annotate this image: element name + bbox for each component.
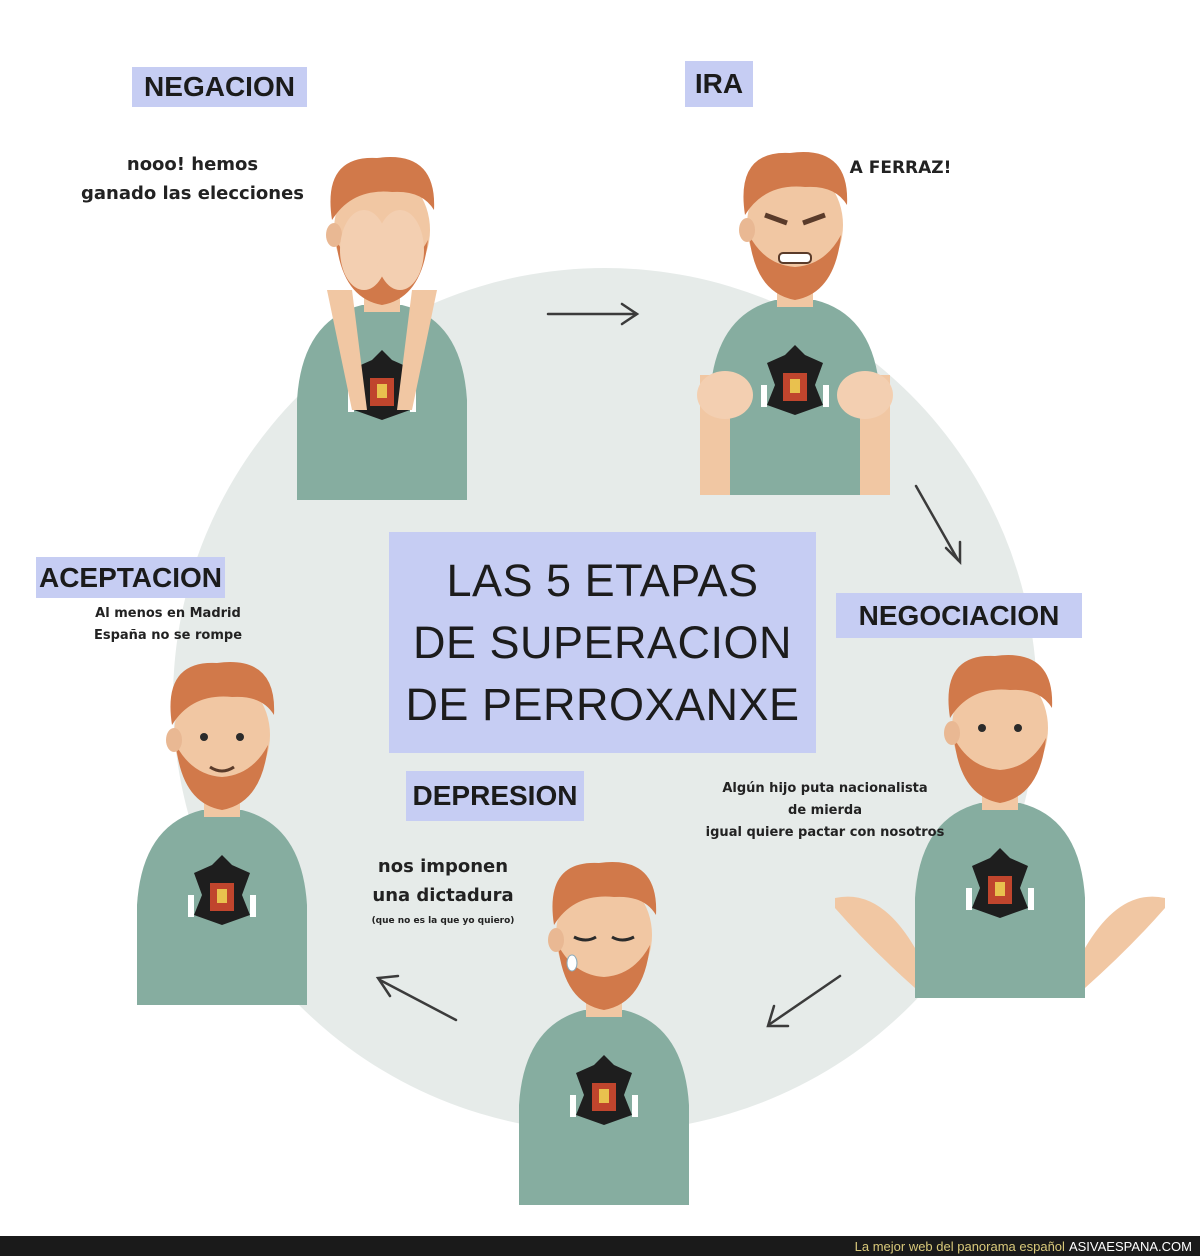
caption-depresion: nos imponen una dictadura (que no es la … <box>348 852 538 932</box>
caption-line: A FERRAZ! <box>849 158 952 178</box>
watermark-site[interactable]: ASIVAESPANA.COM <box>1068 1238 1192 1254</box>
caption-line: una dictadura <box>372 885 514 906</box>
arrow-negociacion-to-depresion <box>766 974 842 1028</box>
caption-line: de mierda <box>788 803 862 818</box>
arrow-depresion-to-aceptacion <box>375 974 458 1022</box>
character-negacion <box>297 157 467 500</box>
character-depresion <box>519 862 689 1205</box>
caption-ira: A FERRAZ! <box>838 156 963 180</box>
label-negociacion: NEGOCIACION <box>836 593 1082 638</box>
label-aceptacion: ACEPTACION <box>36 557 225 598</box>
title-line-1: LAS 5 ETAPAS <box>446 554 759 606</box>
label-negacion: NEGACION <box>132 67 307 107</box>
caption-aceptacion: Al menos en Madrid España no se rompe <box>78 603 258 647</box>
title-line-2: DE SUPERACION <box>412 616 793 668</box>
label-ira: IRA <box>685 61 753 107</box>
watermark-tagline: La mejor web del panorama español <box>854 1238 1065 1254</box>
caption-line: nooo! hemos <box>126 154 259 175</box>
main-title: LAS 5 ETAPAS DE SUPERACION DE PERROXANXE <box>389 532 816 753</box>
caption-line: Al menos en Madrid <box>95 606 241 621</box>
label-depresion: DEPRESION <box>406 771 584 821</box>
caption-line: (que no es la que yo quiero) <box>371 916 515 926</box>
caption-line: igual quiere pactar con nosotros <box>705 825 945 840</box>
arrow-negacion-to-ira <box>546 302 640 326</box>
caption-line: nos imponen <box>377 856 509 877</box>
caption-negacion: nooo! hemos ganado las elecciones <box>70 150 315 208</box>
character-ira <box>697 152 893 495</box>
character-aceptacion <box>137 662 307 1005</box>
arrow-ira-to-negociacion <box>914 484 962 566</box>
caption-negociacion: Algún hijo puta nacionalista de mierda i… <box>690 778 960 844</box>
title-line-3: DE PERROXANXE <box>405 678 800 730</box>
caption-line: España no se rompe <box>93 628 243 643</box>
watermark-bar: La mejor web del panorama español ASIVAE… <box>0 1236 1200 1256</box>
character-negociacion <box>835 655 1165 998</box>
caption-line: ganado las elecciones <box>80 183 304 204</box>
caption-line: Algún hijo puta nacionalista <box>722 781 928 796</box>
